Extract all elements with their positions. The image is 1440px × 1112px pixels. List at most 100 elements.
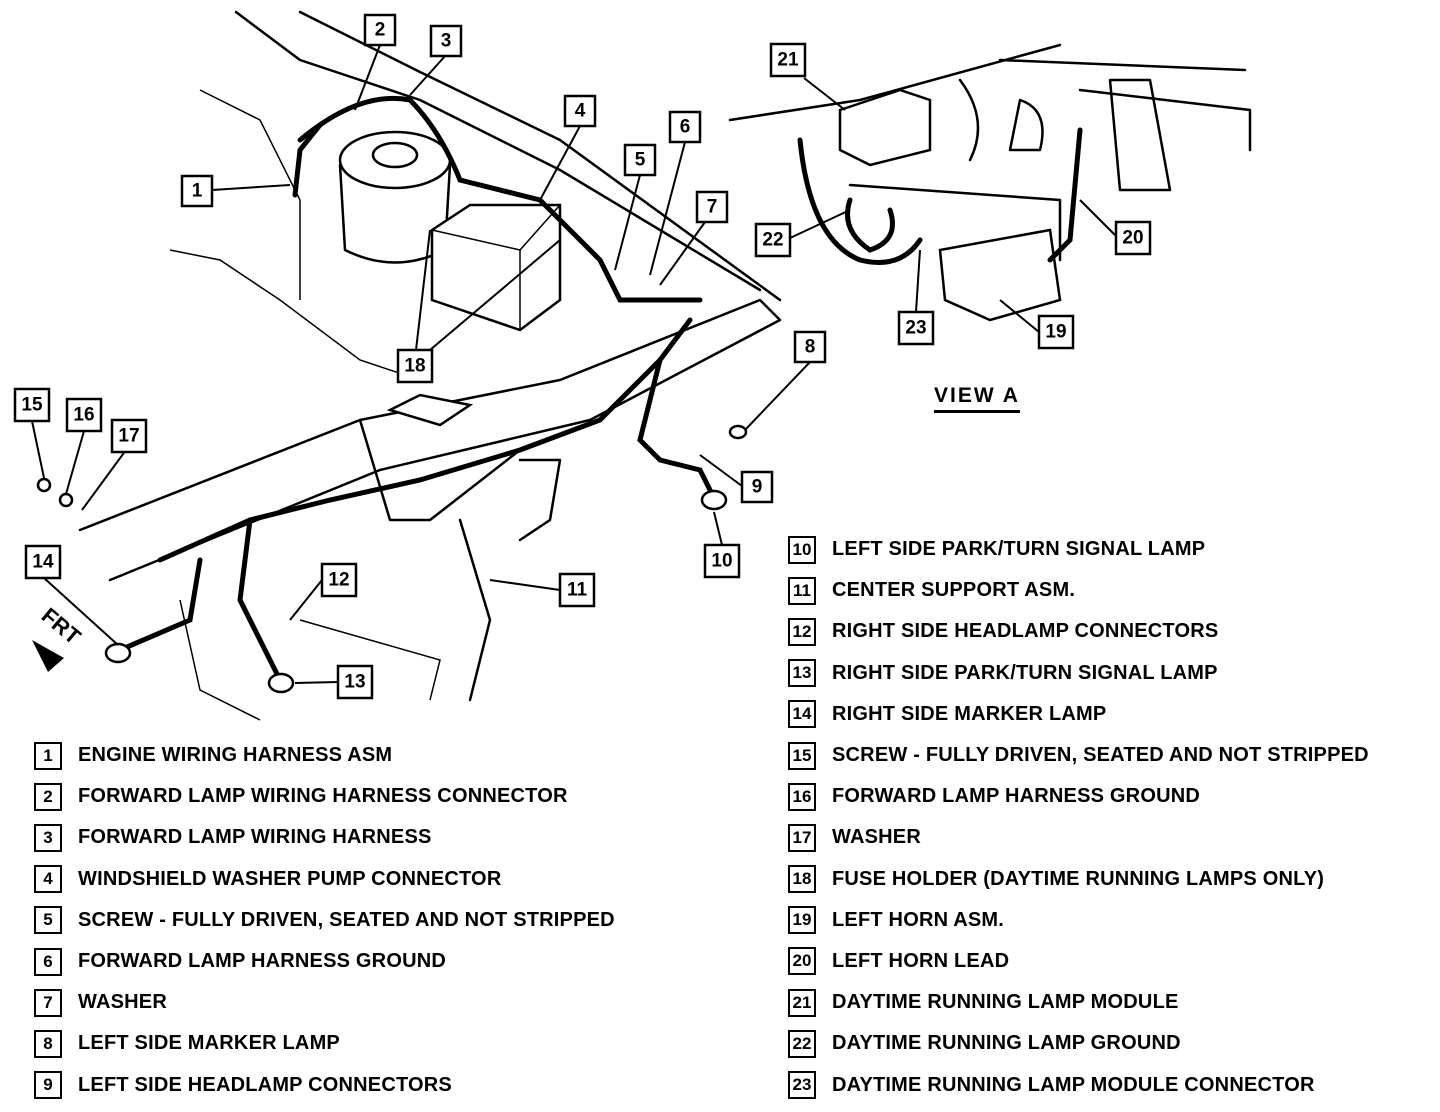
legend-number: 12	[788, 617, 816, 646]
callout-8-label: 8	[805, 337, 816, 358]
callout-3-label: 3	[441, 31, 452, 52]
legend-item: 22 DAYTIME RUNNING LAMP GROUND	[788, 1023, 1369, 1064]
callout-14-label: 14	[32, 552, 54, 573]
legend-number: 23	[788, 1071, 816, 1100]
legend-number: 5	[34, 906, 62, 935]
legend-text: DAYTIME RUNNING LAMP MODULE CONNECTOR	[832, 1073, 1315, 1096]
callout-9-label: 9	[752, 477, 763, 498]
callout-5: 5	[623, 143, 657, 177]
legend-item: 23 DAYTIME RUNNING LAMP MODULE CONNECTOR	[788, 1064, 1369, 1105]
callout-19-label: 19	[1045, 322, 1066, 343]
engine-bay-illustration	[32, 10, 782, 721]
legend-number: 4	[34, 865, 62, 894]
legend-number: 11	[788, 576, 816, 605]
legend-item: 13 RIGHT SIDE PARK/TURN SIGNAL LAMP	[788, 653, 1369, 694]
callout-13-label: 13	[344, 672, 365, 693]
legend-item: 15 SCREW - FULLY DRIVEN, SEATED AND NOT S…	[788, 735, 1369, 776]
callout-16-label: 16	[73, 405, 94, 426]
legend-text: DAYTIME RUNNING LAMP GROUND	[832, 1032, 1181, 1055]
callout-15-label: 15	[21, 395, 43, 416]
legend-text: FORWARD LAMP HARNESS GROUND	[78, 950, 447, 973]
legend-number: 22	[788, 1029, 816, 1058]
callout-6-label: 6	[680, 117, 691, 138]
legend-text: FUSE HOLDER (DAYTIME RUNNING LAMPS ONLY)	[832, 867, 1325, 890]
legend-number: 10	[788, 535, 816, 564]
legend-text: WASHER	[832, 826, 921, 849]
callout-10-label: 10	[711, 551, 732, 572]
callout-17-label: 17	[118, 426, 139, 447]
legend-item: 2 FORWARD LAMP WIRING HARNESS CONNECTOR	[34, 776, 615, 817]
legend-text: FORWARD LAMP HARNESS GROUND	[832, 785, 1201, 808]
legend-item: 12 RIGHT SIDE HEADLAMP CONNECTORS	[788, 611, 1369, 652]
legend-number: 18	[788, 865, 816, 894]
legend-number: 14	[788, 700, 816, 729]
legend-item: 9 LEFT SIDE HEADLAMP CONNECTORS	[34, 1065, 615, 1106]
legend-number: 21	[788, 988, 816, 1017]
callout-7: 7	[695, 190, 729, 224]
legend-number: 2	[34, 782, 62, 811]
legend-text: ENGINE WIRING HARNESS ASM	[78, 744, 393, 767]
legend-number: 19	[788, 906, 816, 935]
legend-item: 6 FORWARD LAMP HARNESS GROUND	[34, 941, 615, 982]
callout-16: 16	[65, 397, 103, 433]
legend-item: 8 LEFT SIDE MARKER LAMP	[34, 1023, 615, 1064]
callout-13: 13	[336, 664, 374, 700]
view-a-label: VIEW A	[934, 384, 1020, 413]
callout-2-label: 2	[375, 20, 386, 41]
legend-number: 15	[788, 741, 816, 770]
callout-11: 11	[558, 572, 596, 608]
callout-22-label: 22	[762, 230, 783, 251]
callout-15: 15	[13, 387, 51, 423]
callout-10: 10	[703, 543, 741, 579]
callout-18: 18	[396, 348, 434, 384]
callout-23-label: 23	[905, 318, 926, 339]
legend-item: 10 LEFT SIDE PARK/TURN SIGNAL LAMP	[788, 529, 1369, 570]
legend-item: 1 ENGINE WIRING HARNESS ASM	[34, 735, 615, 776]
legend-text: FORWARD LAMP WIRING HARNESS CONNECTOR	[78, 785, 568, 808]
callout-12-label: 12	[328, 570, 349, 591]
legend-text: RIGHT SIDE HEADLAMP CONNECTORS	[832, 620, 1219, 643]
legend-text: LEFT SIDE PARK/TURN SIGNAL LAMP	[832, 538, 1206, 561]
legend-text: LEFT HORN LEAD	[832, 949, 1010, 972]
callout-18-label: 18	[404, 356, 425, 377]
legend-item: 5 SCREW - FULLY DRIVEN, SEATED AND NOT ST…	[34, 900, 615, 941]
legend-text: RIGHT SIDE MARKER LAMP	[832, 702, 1107, 725]
callout-21: 21	[769, 42, 807, 78]
legend-item: 18 FUSE HOLDER (DAYTIME RUNNING LAMPS ONL…	[788, 859, 1369, 900]
callout-6: 6	[668, 110, 702, 144]
callout-14: 14	[24, 544, 62, 580]
legend-number: 13	[788, 659, 816, 688]
legend-text: FORWARD LAMP WIRING HARNESS	[78, 826, 432, 849]
callout-11-label: 11	[567, 580, 588, 601]
legend-text: WASHER	[78, 991, 167, 1014]
legend-item: 14 RIGHT SIDE MARKER LAMP	[788, 694, 1369, 735]
legend-text: SCREW - FULLY DRIVEN, SEATED AND NOT STR…	[78, 908, 615, 931]
callout-2: 2	[363, 13, 397, 47]
legend-number: 8	[34, 1029, 62, 1058]
callout-20: 20	[1114, 220, 1152, 256]
callout-23: 23	[897, 310, 935, 346]
legend-number: 1	[34, 741, 62, 770]
callout-20-label: 20	[1122, 228, 1143, 249]
callout-3: 3	[429, 24, 463, 58]
legend-text: SCREW - FULLY DRIVEN, SEATED AND NOT STR…	[832, 744, 1369, 767]
legend-text: LEFT SIDE MARKER LAMP	[78, 1032, 340, 1055]
view-a-illustration	[728, 43, 1252, 322]
callout-4-label: 4	[575, 101, 586, 122]
callout-7-label: 7	[707, 197, 718, 218]
legend-number: 9	[34, 1071, 62, 1100]
legend-text: LEFT SIDE HEADLAMP CONNECTORS	[78, 1073, 452, 1096]
callout-8: 8	[793, 330, 827, 364]
legend-text: LEFT HORN ASM.	[832, 908, 1005, 931]
legend-text: RIGHT SIDE PARK/TURN SIGNAL LAMP	[832, 661, 1218, 684]
legend-number: 6	[34, 947, 62, 976]
